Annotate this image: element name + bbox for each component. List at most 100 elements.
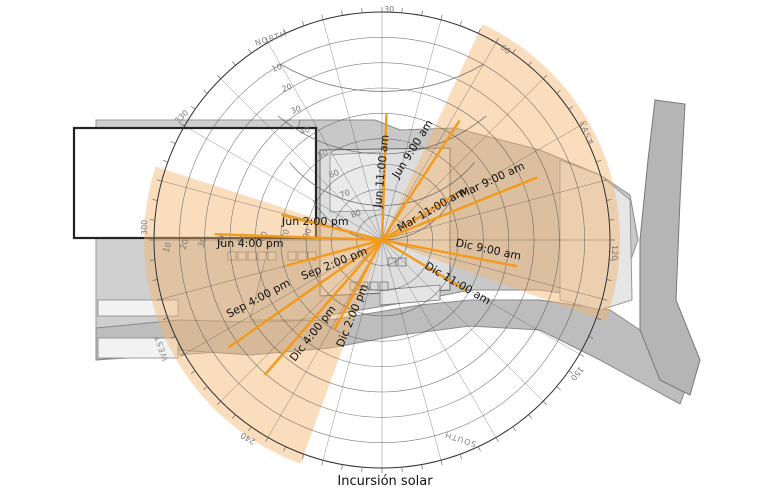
south-label: SOUTH [443, 430, 477, 449]
sun-ray [380, 238, 518, 268]
tick-mark [528, 414, 532, 419]
tick-mark [302, 454, 305, 460]
tick-mark [156, 298, 162, 301]
tick-mark [203, 90, 208, 94]
tick-mark [602, 298, 608, 301]
tick-mark [248, 48, 252, 54]
sun-ray-label: Jun 4:00 pm [216, 237, 284, 250]
sun-ray [286, 238, 384, 267]
tick-mark [602, 179, 608, 182]
sun-ray [380, 176, 538, 242]
tick-mark [440, 460, 443, 466]
tick-mark [265, 437, 269, 442]
tick-mark [248, 426, 252, 432]
degree-label: 20 [281, 82, 294, 94]
tick-mark [543, 75, 547, 79]
sun-ray-labels: Jun 9:00 am Jun 11:00 am Mar 9:00 am Mar… [216, 117, 527, 363]
tick-mark [606, 279, 612, 281]
tick-mark [512, 48, 516, 54]
degree-label: 40 [215, 234, 227, 247]
degree-label: 60 [328, 168, 341, 180]
azimuth-spoke [381, 78, 544, 241]
sun-ray [333, 238, 384, 330]
tick-mark [321, 460, 324, 466]
tick-mark [606, 199, 612, 201]
degree-label: 30 [196, 236, 208, 249]
figure-caption: Incursión solar [337, 474, 433, 489]
building-block [72, 126, 318, 240]
tick-mark [495, 437, 499, 442]
sun-ray-label: Jun 2:00 pm [281, 215, 349, 228]
tick-mark [152, 199, 158, 201]
azimuth-spoke [184, 239, 383, 355]
tick-mark [568, 106, 574, 110]
tick-mark [596, 160, 602, 163]
azimuth-spoke [381, 125, 580, 241]
sun-rays [214, 113, 538, 376]
degree-label: 10 [161, 241, 173, 254]
sun-ray [380, 238, 466, 291]
tick-mark [162, 160, 168, 163]
sector-west [143, 166, 382, 464]
tick-mark [217, 75, 221, 79]
degree-label: 80 [350, 208, 363, 220]
tick-mark [170, 141, 176, 144]
tick-mark [232, 414, 236, 419]
tick-mark [170, 336, 176, 339]
tick-mark [152, 279, 158, 281]
sun-path-chart [149, 7, 615, 473]
azimuth-spoke [184, 125, 383, 241]
degree-label: 30 [290, 104, 303, 116]
tick-mark [190, 106, 196, 110]
degree-label: 30 [384, 5, 394, 14]
tick-mark [302, 20, 305, 26]
tick-mark [588, 141, 594, 144]
degree-label: 70 [279, 228, 291, 241]
sun-ray [227, 238, 384, 349]
tick-mark [440, 14, 443, 20]
sun-path-arc [289, 162, 475, 206]
azimuth-spoke [220, 239, 383, 402]
tick-mark [232, 61, 236, 66]
azimuth-spoke [381, 42, 497, 241]
tick-mark [283, 446, 286, 452]
azimuth-spoke [267, 239, 383, 438]
sun-ray [380, 192, 457, 242]
north-label: NORTH [254, 29, 288, 48]
azimuth-spoke [381, 19, 442, 241]
tick-mark [568, 370, 574, 374]
tick-mark [341, 10, 343, 16]
tick-mark [321, 14, 324, 20]
sun-ray [380, 113, 388, 242]
tick-mark [512, 426, 516, 432]
tick-mark [459, 454, 462, 460]
tick-mark [190, 370, 196, 374]
tick-mark [156, 179, 162, 182]
degree-label: 50 [317, 148, 330, 160]
tick-mark [579, 353, 584, 357]
degree-label: 50 [236, 232, 248, 245]
tick-mark [265, 38, 269, 43]
tick-mark [528, 61, 532, 66]
azimuth-spoke [381, 239, 442, 461]
tick-mark [543, 401, 547, 405]
azimuth-spoke [381, 239, 603, 300]
sun-ray [214, 232, 384, 242]
sun-path-arc [280, 63, 484, 92]
tick-mark [459, 20, 462, 26]
sun-ray [281, 213, 384, 242]
azimuth-spoke [220, 78, 383, 241]
degree-label: 70 [339, 188, 352, 200]
sun-ray [380, 120, 461, 242]
azimuth-spoke [322, 19, 383, 241]
tick-mark [478, 446, 481, 452]
tick-mark [596, 317, 602, 320]
azimuth-spoke [267, 42, 383, 241]
tick-mark [180, 123, 185, 127]
degree-label: 10 [271, 62, 284, 74]
tick-mark [217, 401, 221, 405]
tick-mark [588, 336, 594, 339]
azimuth-spoke [381, 239, 497, 438]
degree-label: 40 [299, 125, 312, 137]
